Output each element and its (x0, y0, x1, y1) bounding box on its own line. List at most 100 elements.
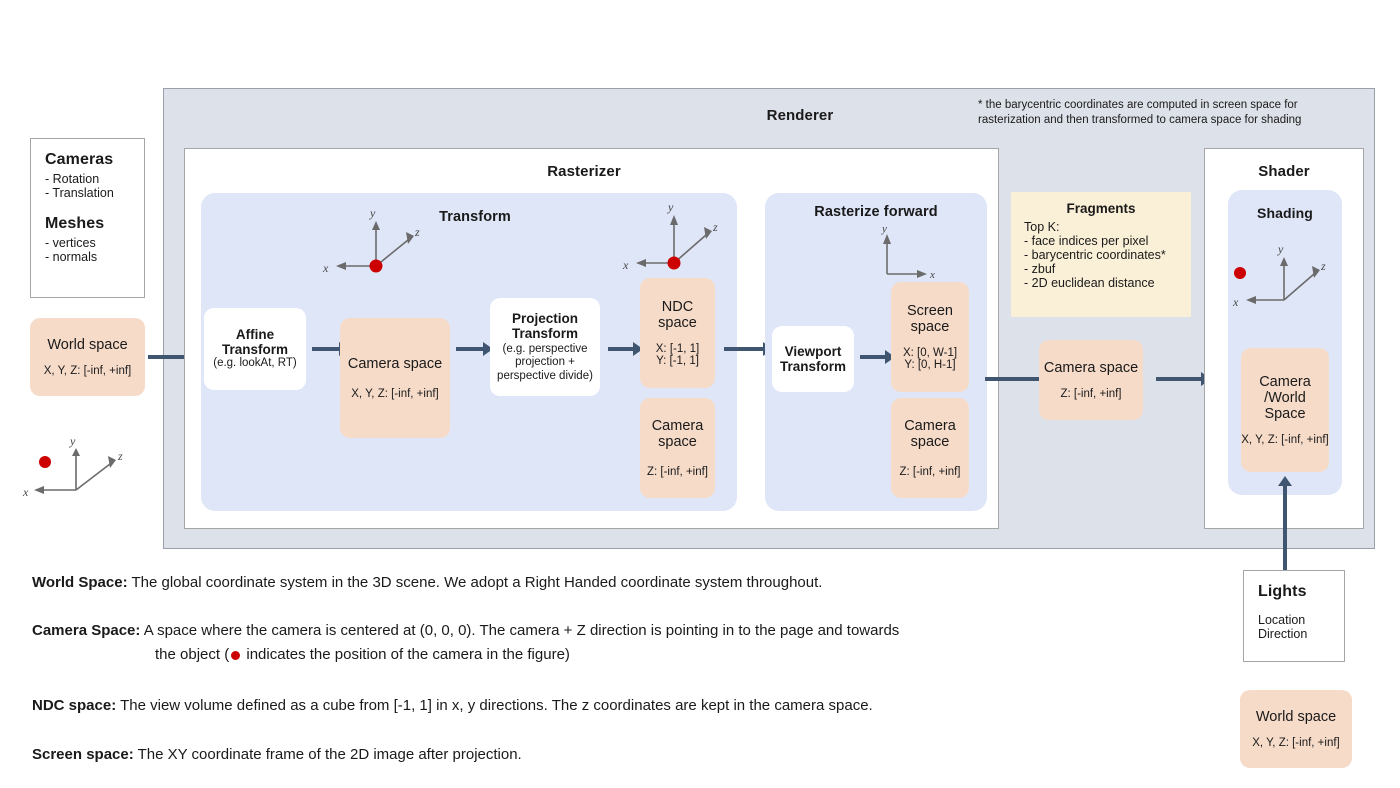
svg-text:z: z (414, 225, 420, 239)
svg-text:x: x (22, 485, 29, 499)
screen-space-range-x: X: [0, W-1] (902, 347, 958, 359)
svg-text:z: z (1320, 259, 1326, 273)
legend-text-camera-space: A space where the camera is centered at … (140, 622, 900, 639)
svg-text:x: x (622, 258, 629, 272)
lights-box: Lights Location Direction (1243, 570, 1345, 662)
world-axis-gizmo: y x z (22, 428, 142, 504)
svg-text:y: y (69, 434, 76, 448)
bottom-world-space-range: X, Y, Z: [-inf, +inf] (1252, 737, 1340, 749)
ndc-axis-gizmo: y x z (620, 193, 730, 273)
mid-camera-space-range: Z: [-inf, +inf] (1060, 388, 1122, 400)
affine-title-line2: Transform (221, 342, 289, 358)
legend-text-camera-space-2b: indicates the position of the camera in … (242, 646, 570, 663)
projection-title-line1: Projection (511, 310, 578, 326)
screen-space-title-line1: Screen (907, 303, 953, 319)
legend-text-world-space: The global coordinate system in the 3D s… (127, 574, 823, 591)
lights-item-location: Location (1258, 613, 1306, 627)
lights-item-direction: Direction (1258, 627, 1308, 641)
arrow-camera-space-to-shader (1156, 372, 1211, 386)
world-space-box: World space X, Y, Z: [-inf, +inf] (30, 318, 145, 396)
rasterize-forward-title: Rasterize forward (814, 204, 938, 220)
transform-camera-z-title-line2: space (658, 434, 697, 450)
screen-axis-gizmo: y x (860, 224, 950, 284)
ndc-title-line1: NDC (661, 299, 694, 315)
mid-camera-space-title: Camera space (1043, 360, 1139, 376)
meshes-item-normals: - normals (45, 250, 98, 264)
arrow-viewport-to-screen (860, 350, 895, 364)
arrow-camera-to-projection (456, 342, 493, 356)
shader-space-range: X, Y, Z: [-inf, +inf] (1241, 434, 1329, 446)
shader-space-title-line1: Camera (1259, 374, 1311, 390)
shader-space-title-line2: /World (1264, 390, 1306, 406)
fragments-title: Fragments (1066, 201, 1136, 216)
legend-text-camera-space-2a: the object ( (155, 646, 230, 663)
transform-camera-z-title-line1: Camera (651, 418, 704, 434)
projection-subtitle: (e.g. perspective projection + perspecti… (497, 342, 593, 382)
screen-space-range-y: Y: [0, H-1] (904, 359, 956, 371)
legend-ndc-space: NDC space: The view volume defined as a … (32, 696, 1102, 716)
ndc-space-box: NDC space X: [-1, 1] Y: [-1, 1] (640, 278, 715, 388)
svg-text:x: x (1232, 295, 1239, 309)
transform-title: Transform (439, 209, 511, 225)
affine-transform-box: Affine Transform (e.g. lookAt, RT) (204, 308, 306, 390)
ndc-range-x: X: [-1, 1] (655, 343, 700, 355)
legend-camera-space: Camera Space: A space where the camera i… (32, 621, 1102, 641)
bottom-world-space-box: World space X, Y, Z: [-inf, +inf] (1240, 690, 1352, 768)
legend-text-ndc-space: The view volume defined as a cube from [… (116, 697, 873, 714)
ndc-range-y: Y: [-1, 1] (656, 355, 699, 367)
shading-title: Shading (1257, 205, 1313, 221)
shader-title: Shader (1258, 163, 1310, 180)
rasterize-camera-z-box: Camera space Z: [-inf, +inf] (891, 398, 969, 498)
rasterize-camera-z-title-line2: space (910, 434, 950, 450)
fragments-item-barycentric: - barycentric coordinates* (1024, 248, 1166, 262)
legend-screen-space: Screen space: The XY coordinate frame of… (32, 745, 1102, 765)
transform-camera-space-box: Camera space X, Y, Z: [-inf, +inf] (340, 318, 450, 438)
mid-camera-space-box: Camera space Z: [-inf, +inf] (1039, 340, 1143, 420)
fragments-item-euclidean: - 2D euclidean distance (1024, 276, 1155, 290)
rasterizer-title: Rasterizer (547, 163, 621, 180)
svg-text:x: x (929, 269, 935, 281)
screen-space-box: Screen space X: [0, W-1] Y: [0, H-1] (891, 282, 969, 392)
legend-term-world-space: World Space: (32, 574, 128, 591)
svg-text:x: x (322, 261, 329, 275)
legend-term-camera-space: Camera Space: (32, 622, 141, 639)
transform-camera-z-box: Camera space Z: [-inf, +inf] (640, 398, 715, 498)
cameras-item-rotation: - Rotation (45, 172, 100, 186)
world-space-range: X, Y, Z: [-inf, +inf] (43, 365, 132, 377)
bottom-world-space-title: World space (1255, 709, 1337, 725)
affine-subtitle: (e.g. lookAt, RT) (213, 357, 297, 370)
arrow-affine-to-camera (312, 342, 349, 356)
world-space-title: World space (47, 337, 128, 353)
arrow-lights-to-shader (1278, 476, 1292, 573)
inputs-panel: Cameras - Rotation - Translation Meshes … (30, 138, 145, 298)
legend-world-space: World Space: The global coordinate syste… (32, 573, 1082, 593)
shader-camera-world-space-box: Camera /World Space X, Y, Z: [-inf, +inf… (1241, 348, 1329, 472)
legend-text-screen-space: The XY coordinate frame of the 2D image … (133, 746, 522, 763)
legend-term-ndc-space: NDC space: (32, 697, 117, 714)
legend-camera-space-line2: the object ( indicates the position of t… (155, 645, 1105, 665)
svg-text:z: z (712, 220, 718, 234)
viewport-title-line2: Transform (779, 359, 847, 374)
viewport-title-line1: Viewport (784, 344, 842, 359)
projection-transform-box: Projection Transform (e.g. perspective p… (490, 298, 600, 396)
arrow-rasterizer-to-camera-space (985, 372, 1052, 386)
transform-camera-z-range: Z: [-inf, +inf] (646, 466, 709, 478)
fragments-box: Fragments Top K: - face indices per pixe… (1011, 192, 1191, 317)
svg-text:y: y (667, 200, 674, 214)
ndc-title-line2: space (658, 315, 697, 331)
transform-camera-space-title: Camera space (347, 356, 443, 372)
svg-text:z: z (117, 449, 123, 463)
renderer-footnote: * the barycentric coordinates are comput… (978, 99, 1302, 126)
affine-title-line1: Affine (235, 327, 275, 343)
camera-position-dot-icon (231, 650, 241, 660)
lights-title: Lights (1258, 583, 1307, 600)
viewport-transform-box: Viewport Transform (772, 326, 854, 392)
legend-term-screen-space: Screen space: (32, 746, 134, 763)
shading-axis-gizmo: y x z (1228, 236, 1342, 312)
fragments-item-zbuf: - zbuf (1024, 262, 1056, 276)
rasterize-camera-z-range: Z: [-inf, +inf] (899, 466, 961, 478)
cameras-item-translation: - Translation (45, 186, 114, 200)
svg-text:y: y (369, 206, 376, 220)
renderer-title: Renderer (766, 107, 834, 124)
arrow-projection-to-ndc (608, 342, 643, 356)
